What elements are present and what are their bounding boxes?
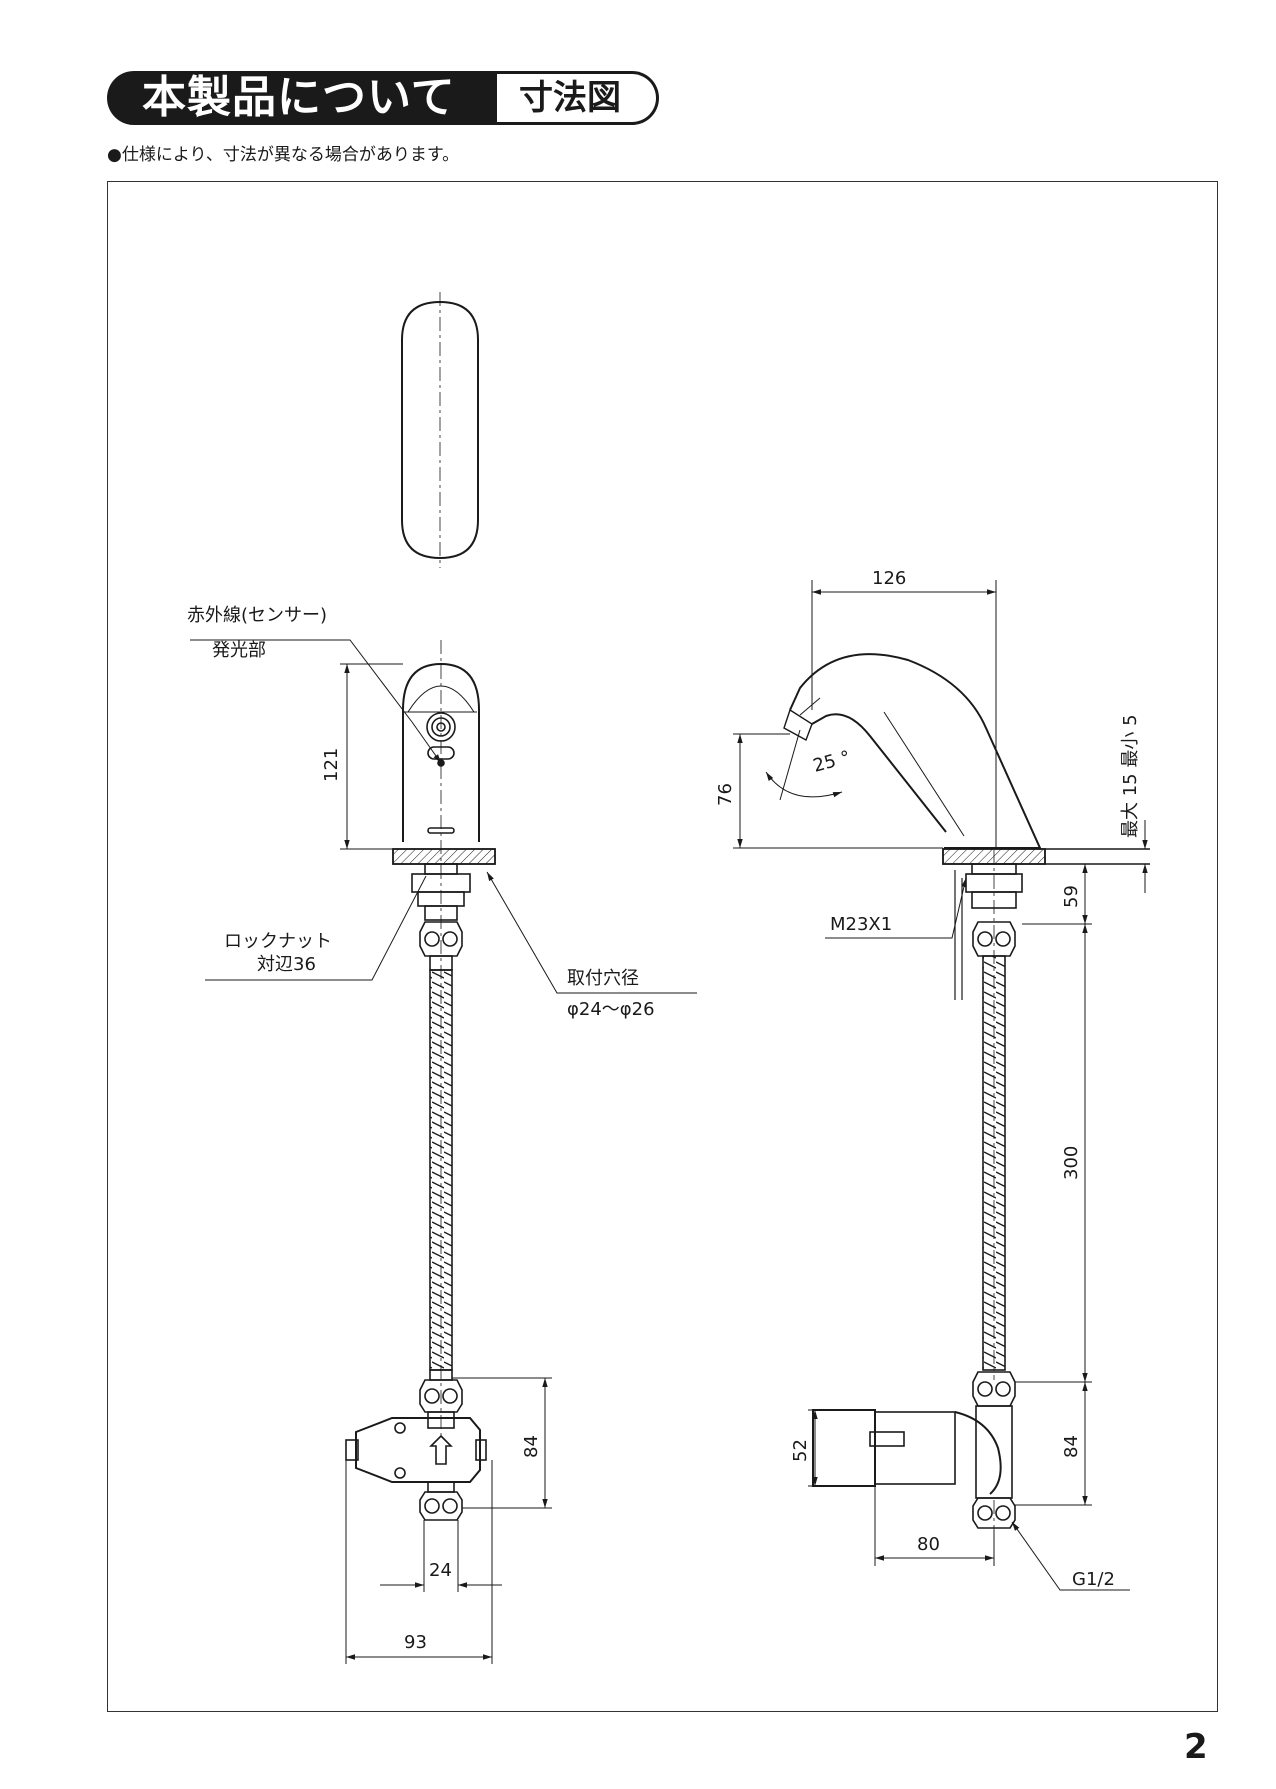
dim-front-height: 121 (321, 748, 342, 782)
sensor-label-1: 赤外線(センサー) (187, 605, 327, 626)
section-subtitle: 寸法図 (497, 71, 659, 125)
thickness-label: 最大 15 最小 5 (1120, 714, 1141, 838)
top-view (401, 292, 479, 568)
locknut-label-2: 対辺36 (257, 954, 316, 975)
diagram-frame (107, 181, 1218, 1712)
page-number: 2 (1184, 1727, 1208, 1767)
dim-side-hose: 300 (1061, 1146, 1082, 1180)
hole-label-1: 取付穴径 (567, 968, 639, 989)
section-title: 本製品について (107, 71, 497, 125)
diagram-labels: 赤外線(センサー) 発光部 ロックナット 対辺36 取付穴径 φ24〜φ26 M… (187, 568, 1141, 1653)
dim-front-width-small: 24 (429, 1560, 452, 1581)
dimension-lines (190, 580, 1148, 1664)
side-view (783, 653, 1150, 1540)
locknut-label-1: ロックナット (224, 931, 332, 952)
g-thread-label: G1/2 (1072, 1569, 1115, 1590)
thread-label: M23X1 (830, 914, 892, 935)
dim-side-valve-length: 80 (917, 1534, 940, 1555)
hole-label-2: φ24〜φ26 (567, 999, 655, 1020)
sensor-label-2: 発光部 (212, 640, 266, 661)
dim-front-valve-height: 84 (521, 1435, 542, 1458)
dim-side-shank: 59 (1061, 885, 1082, 908)
section-header: 本製品について 寸法図 (107, 71, 659, 125)
front-view (345, 640, 496, 1521)
dim-side-valve-height: 84 (1061, 1435, 1082, 1458)
dim-front-width: 93 (404, 1632, 427, 1653)
dim-side-spout-length: 126 (872, 568, 906, 589)
dim-side-valve-depth: 52 (790, 1439, 811, 1462)
angle-label: 25 ° (811, 747, 853, 777)
dim-side-spout-height: 76 (715, 783, 736, 806)
spec-note: ●仕様により、寸法が異なる場合があります。 (107, 145, 460, 165)
